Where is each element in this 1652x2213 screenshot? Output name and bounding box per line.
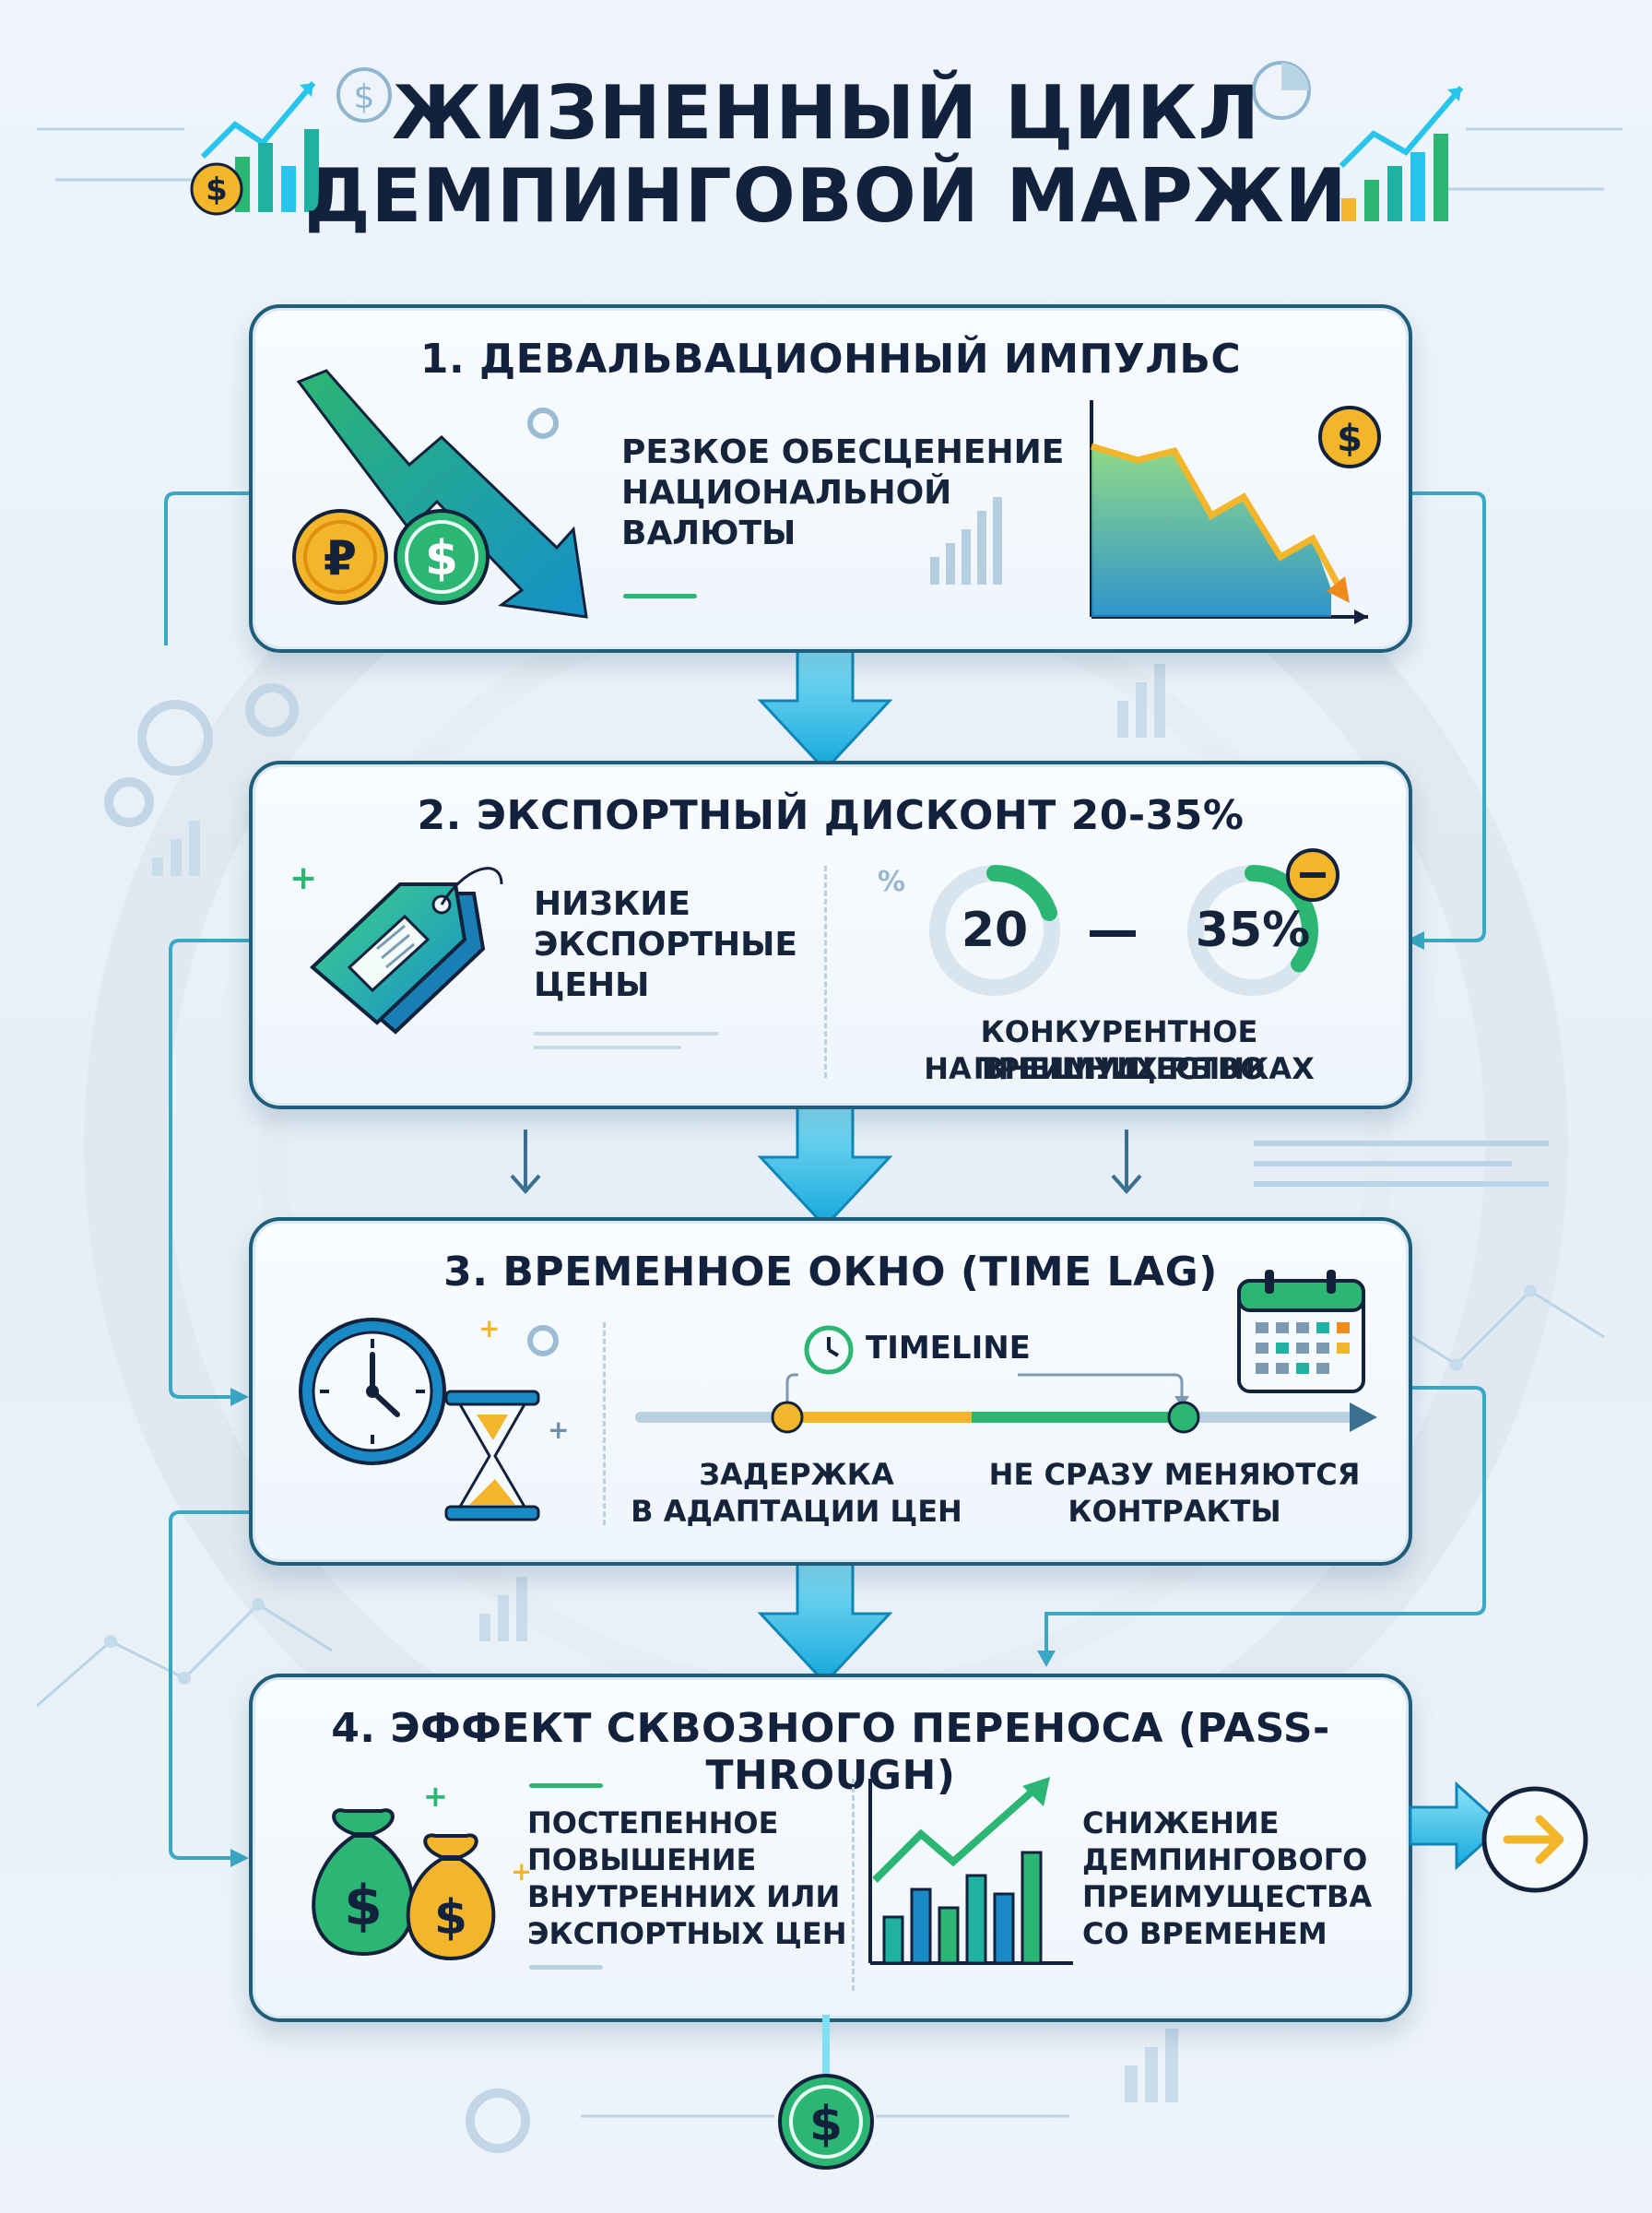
dollar-symbol: $ xyxy=(425,531,458,586)
price-tag-icon: + xyxy=(289,859,503,1035)
hourglass-icon xyxy=(444,1390,540,1521)
range-dash: — xyxy=(1087,901,1139,961)
divider xyxy=(824,866,827,1078)
flow-arrow-3-to-4 xyxy=(757,1552,893,1686)
percent-decoration: % xyxy=(878,866,906,898)
falling-chart-icon: $ xyxy=(1090,400,1381,624)
decor-line xyxy=(534,1046,681,1049)
ring-35-icon xyxy=(1187,865,1318,996)
stopwatch-icon xyxy=(804,1325,854,1375)
mini-bars-icon xyxy=(930,497,1002,585)
next-arrow-icon[interactable] xyxy=(1475,1780,1595,1899)
page-title-line2: ДЕМПИНГОВОЙ МАРЖИ xyxy=(304,153,1348,239)
minus-badge-icon xyxy=(1286,848,1339,902)
money-bags-icon: + + $ $ xyxy=(312,1779,529,1961)
step-2-caption-2: НА ВНЕШНИХ РЫНКАХ xyxy=(924,1051,1315,1086)
decor-line xyxy=(534,1032,718,1035)
step-1-line-1: РЕЗКОЕ ОБЕСЦЕНЕНИЕ xyxy=(621,433,1065,471)
step-2-line-3: ЦЕНЫ xyxy=(534,966,650,1004)
down-trend-arrow-icon xyxy=(296,369,588,619)
flow-arrow-1-to-2 xyxy=(757,639,893,773)
step-2-caption-1: КОНКУРЕНТНОЕ ПРЕИМУЩЕСТВО xyxy=(973,1014,1266,1086)
plus-decoration: + xyxy=(478,1313,501,1343)
step-4-left-2: ПОВЫШЕНИЕ xyxy=(527,1842,757,1877)
step-4-left-1: ПОСТЕПЕННОЕ xyxy=(527,1805,779,1840)
step-1-line-3: ВАЛЮТЫ xyxy=(621,515,796,552)
svg-text:+: + xyxy=(511,1856,529,1887)
step-1-title: 1. ДЕВАЛЬВАЦИОННЫЙ ИМПУЛЬС xyxy=(419,336,1242,383)
step-card-1: 1. ДЕВАЛЬВАЦИОННЫЙ ИМПУЛЬС ₽ $ РЕЗКОЕ ОБ… xyxy=(249,304,1412,653)
divider xyxy=(603,1322,606,1525)
svg-text:$: $ xyxy=(354,78,375,116)
step-3-right-2: КОНТРАКТЫ xyxy=(1068,1494,1281,1529)
step-4-right-1: СНИЖЕНИЕ xyxy=(1082,1805,1280,1840)
timeline-label: TIMELINE xyxy=(866,1330,1031,1367)
dollar-coin-icon: $ xyxy=(394,509,490,605)
chart-dollar-symbol: $ xyxy=(1337,418,1363,460)
ring-35-value: 35% xyxy=(1195,903,1311,958)
step-card-3: 3. ВРЕМЕННОЕ ОКНО (TIME LAG) + + TIMELIN… xyxy=(249,1217,1412,1566)
step-3-right-1: НЕ СРАЗУ МЕНЯЮТСЯ xyxy=(988,1457,1361,1492)
step-2-line-2: ЭКСПОРТНЫЕ xyxy=(534,926,797,964)
ruble-coin-icon: ₽ xyxy=(292,509,388,605)
footer-dollar-coin-icon: $ xyxy=(778,2074,874,2170)
step-4-right-4: СО ВРЕМЕНЕМ xyxy=(1082,1916,1328,1951)
bag-dollar-symbol: $ xyxy=(344,1874,383,1938)
accent-underline xyxy=(529,1783,603,1788)
gear-icon xyxy=(527,408,559,439)
accent-underline xyxy=(623,594,697,598)
bag-dollar-symbol: $ xyxy=(434,1890,467,1946)
calendar-icon xyxy=(1237,1270,1365,1393)
step-4-left-4: ЭКСПОРТНЫХ ЦЕН xyxy=(527,1916,847,1951)
step-card-2: 2. ЭКСПОРТНЫЙ ДИСКОНТ 20-35% + НИЗКИЕ ЭК… xyxy=(249,761,1412,1109)
svg-text:$: $ xyxy=(206,172,228,208)
flow-arrow-out xyxy=(1409,1781,1505,1871)
divider xyxy=(852,1779,855,1991)
footer-dollar-symbol: $ xyxy=(809,2097,843,2152)
timeline-bar xyxy=(635,1373,1377,1434)
footer-connector xyxy=(822,2015,830,2098)
ring-20-icon xyxy=(929,865,1060,996)
step-3-left-2: В АДАПТАЦИИ ЦЕН xyxy=(631,1494,962,1529)
header-left-chart-icon: $ xyxy=(190,81,319,216)
step-3-title: 3. ВРЕМЕННОЕ ОКНО (TIME LAG) xyxy=(443,1249,1218,1296)
step-4-title: 4. ЭФФЕКТ СКВОЗНОГО ПЕРЕНОСА (PASS-THROU… xyxy=(331,1705,1330,1799)
step-4-right-3: ПРЕИМУЩЕСТВА xyxy=(1082,1879,1373,1914)
header-right-chart-icon xyxy=(1339,86,1464,221)
page-title-line1: ЖИЗНЕННЫЙ ЦИКЛ xyxy=(392,70,1260,156)
step-card-4: 4. ЭФФЕКТ СКВОЗНОГО ПЕРЕНОСА (PASS-THROU… xyxy=(249,1674,1412,2022)
plus-decoration: + xyxy=(548,1414,570,1445)
step-2-line-1: НИЗКИЕ xyxy=(534,885,690,923)
step-4-right-2: ДЕМПИНГОВОГО xyxy=(1082,1842,1368,1877)
step-3-left-1: ЗАДЕРЖКА xyxy=(699,1457,894,1492)
svg-text:+: + xyxy=(289,859,317,897)
rising-chart-icon xyxy=(868,1777,1073,1965)
flow-arrow-2-to-3 xyxy=(757,1095,893,1229)
gear-icon xyxy=(527,1325,559,1356)
clock-icon xyxy=(299,1318,446,1465)
ruble-symbol: ₽ xyxy=(324,531,357,586)
step-1-line-2: НАЦИОНАЛЬНОЙ xyxy=(621,474,952,512)
header-pie-icon xyxy=(1252,61,1311,120)
svg-text:+: + xyxy=(423,1779,448,1814)
header-dollar-icon: $ xyxy=(336,67,392,123)
step-4-left-3: ВНУТРЕННИХ ИЛИ xyxy=(527,1879,841,1914)
accent-underline xyxy=(529,1965,603,1970)
ring-20-value: 20 xyxy=(961,903,1029,958)
step-2-title: 2. ЭКСПОРТНЫЙ ДИСКОНТ 20-35% xyxy=(417,792,1245,839)
